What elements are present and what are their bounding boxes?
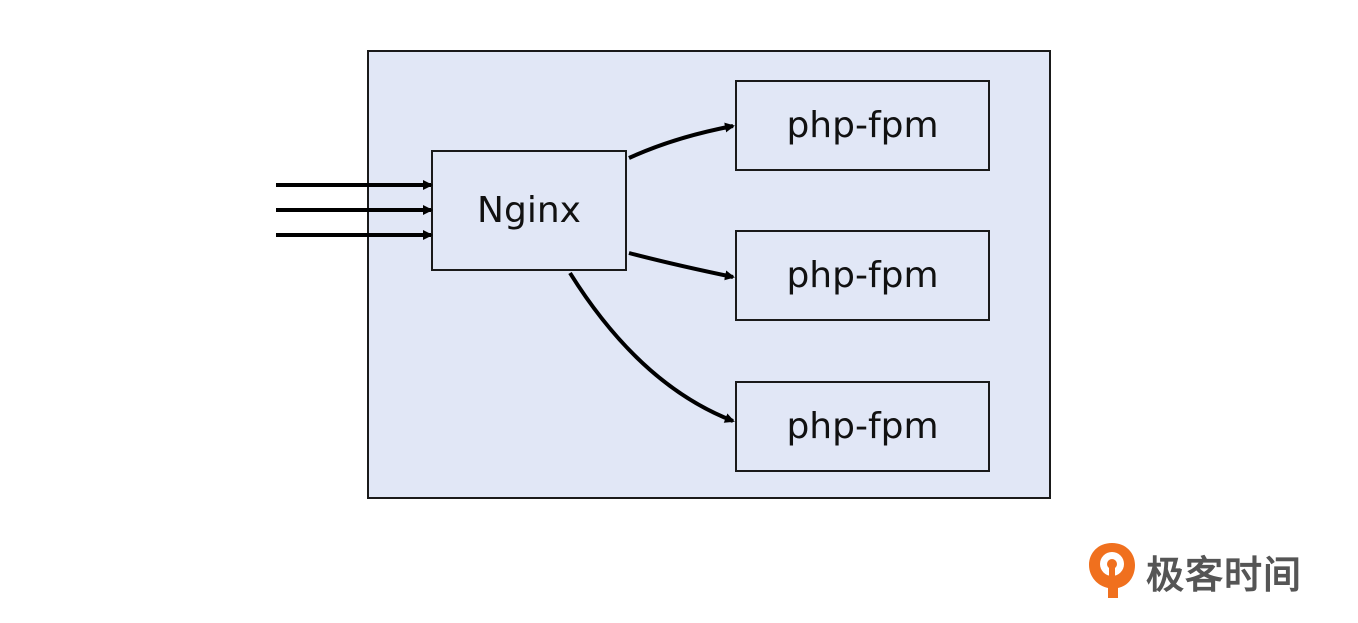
brand-name: 极客时间 [1146,552,1303,597]
php-fpm-label-3: php-fpm [786,406,939,447]
php-fpm-node-2: php-fpm [735,230,990,321]
php-fpm-node-3: php-fpm [735,381,990,472]
nginx-label: Nginx [477,190,581,231]
nginx-node: Nginx [431,150,627,271]
php-fpm-label-1: php-fpm [786,105,939,146]
geektime-logo-icon [1089,543,1135,598]
brand-logo: 极客时间 [1086,540,1302,602]
php-fpm-node-1: php-fpm [735,80,990,171]
php-fpm-label-2: php-fpm [786,255,939,296]
